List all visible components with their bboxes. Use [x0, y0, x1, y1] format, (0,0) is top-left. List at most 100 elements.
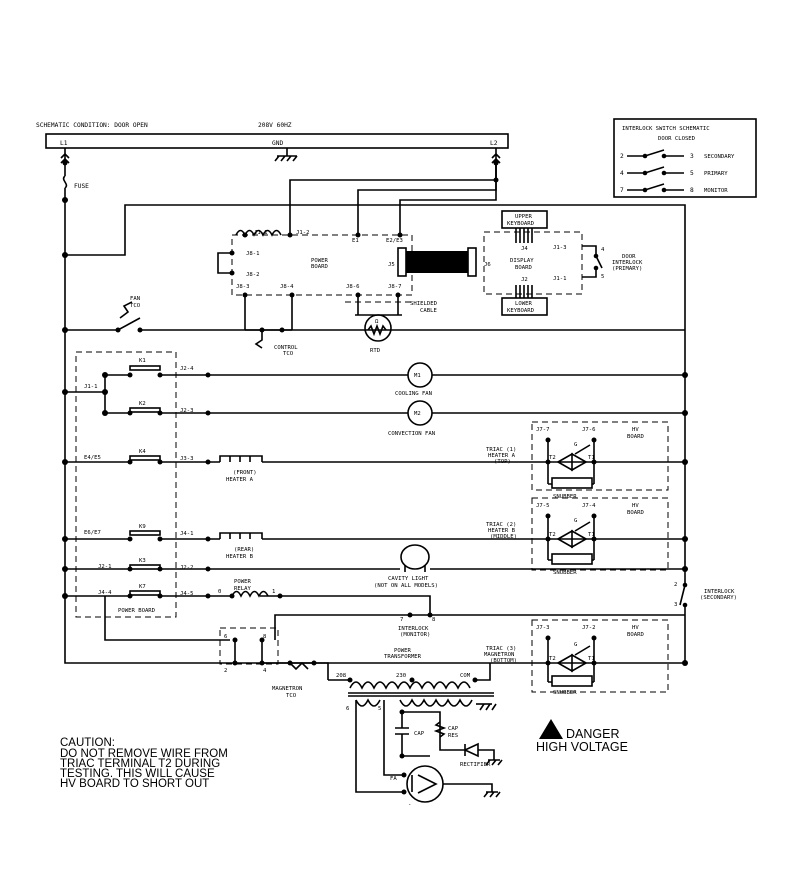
filament-pin-6: 6: [346, 706, 349, 712]
snubber-1-label: SNUBBER: [553, 494, 577, 500]
filament-lead-a: [355, 700, 404, 793]
triac-1-label-3: (TOP): [494, 459, 511, 465]
convection-fan-label: CONVECTION FAN: [388, 431, 435, 437]
j8-1-label: J8-1: [246, 251, 259, 257]
mon-pin-8: 8: [432, 617, 436, 623]
fuse-icon: [62, 163, 68, 200]
j7-6-label: J7-6: [582, 427, 595, 433]
relay-board-section: POWER BOARD J1-1 K1 K2 K4 K9 K3 K7 J2-4 …: [65, 351, 194, 618]
heater-a-icon: [219, 455, 263, 462]
caution-line-2: TRIAC TERMINAL T2 DURING: [60, 758, 220, 770]
tap-com-label: COM: [460, 673, 471, 679]
heater-b-icon: [219, 532, 263, 539]
cavity-light-label-1: CAVITY LIGHT: [388, 576, 429, 582]
monitor-interlock-line: [274, 614, 685, 640]
primary-pin-a: 4: [620, 170, 624, 177]
main-wiring: FAN TCO: [64, 148, 686, 664]
display-j1-1-label: J1-1: [553, 276, 566, 282]
rtd-icon: [364, 314, 392, 342]
hv-board-2-outline: [531, 497, 669, 571]
relay-contact-icon: [234, 640, 263, 663]
monitor-pin-a: 7: [620, 187, 624, 194]
j4-5-label: J4-5: [180, 591, 193, 597]
door-sw-pin-4: 4: [601, 247, 605, 253]
triac-3-label-3: (BOTTOM): [490, 658, 517, 664]
caution-notice: CAUTION: DO NOT REMOVE WIRE FROM TRIAC T…: [60, 737, 228, 790]
interlock-switch-legend: INTERLOCK SWITCH SCHEMATIC DOOR CLOSED 2…: [613, 118, 757, 198]
triac-1-g: G: [574, 442, 578, 448]
m1-label: M1: [414, 373, 421, 379]
danger-label: DANGER: [566, 727, 619, 741]
l2-label: L2: [490, 140, 498, 147]
triac-3-icon: [556, 645, 591, 673]
e4e5-label: E4/E5: [84, 455, 101, 461]
filament-pin-5: 5: [378, 706, 381, 712]
hv-board-1-outline: [531, 421, 669, 491]
j2-4-label: J2-4: [180, 366, 194, 372]
door-interlock-label-2: INTERLOCK: [612, 260, 643, 266]
j1-1-label: J1-1: [254, 230, 267, 236]
e2e3-label: E2/E3: [386, 238, 403, 244]
lower-keyboard-box: [501, 297, 548, 316]
j8-2-label: J8-2: [246, 272, 259, 278]
j2-2-label: J2-2: [180, 565, 193, 571]
triac-1-t1: T1: [588, 455, 595, 461]
relay-j2-1-label: J2-1: [98, 564, 111, 570]
j5-connector: [397, 247, 407, 277]
power-board-top: J1-1 J1-2 E1 E2/E3 POWER BOARD J8-1 J8-2…: [217, 229, 477, 357]
triac-3-g: G: [574, 642, 578, 648]
relay-pin-4: 4: [263, 668, 267, 674]
j7-4-label: J7-4: [582, 503, 596, 509]
display-board-label-2: BOARD: [515, 265, 532, 271]
triac-3-t2: T2: [549, 656, 556, 662]
k1-label: K1: [139, 358, 146, 364]
j8-6-label: J8-6: [346, 284, 359, 290]
secondary-interlock-label-2: (SECONDARY): [700, 595, 737, 601]
e6e7-label: E6/E7: [84, 530, 101, 536]
fan-tco-label-1: FAN: [130, 296, 140, 302]
transformer-filament-coil-icon: [355, 698, 381, 707]
tap-230-label: 230: [396, 673, 406, 679]
magnetron-tco-label-1: MAGNETRON: [272, 686, 302, 692]
upper-keyboard-ribbon: [515, 228, 533, 243]
caution-line-4: HV BOARD TO SHORT OUT: [60, 778, 209, 790]
upper-keyboard-label-2: KEYBOARD: [507, 221, 535, 227]
j8-3-label: J8-3: [236, 284, 249, 290]
relay-j4-4-label: J4-4: [98, 590, 112, 596]
ground-icon: [274, 148, 298, 162]
rectifier-ground-icon: [485, 759, 503, 766]
cap-resistor-icon: [433, 721, 447, 738]
snubber-3-icon: [551, 675, 593, 687]
interlock-legend-title: INTERLOCK SWITCH SCHEMATIC: [622, 126, 710, 132]
transformer-label-1: POWER: [394, 648, 411, 654]
lower-power-board-label: POWER BOARD: [118, 608, 156, 614]
triac-2-label-1: TRIAC (2): [486, 522, 516, 528]
m2-label: M2: [414, 411, 421, 417]
primary-leads: [328, 663, 491, 681]
snubber-1-icon: [551, 477, 593, 489]
secondary-label: SECONDARY: [704, 154, 735, 160]
triac-1-label-2: HEATER A: [488, 453, 516, 459]
triac-2-t1: T1: [588, 532, 595, 538]
transformer-hv-coil-icon: [399, 698, 473, 707]
interlock-legend-frame: [613, 118, 757, 198]
cap-res-label-2: RES: [448, 733, 458, 739]
cap-label: CAP: [414, 731, 425, 737]
relay-pin-6: 6: [224, 634, 227, 640]
sec-pin-2: 2: [674, 582, 677, 588]
magnetron-minus-label: -: [408, 802, 411, 808]
hv-board-section: J7-7 J7-6 HV BOARD TRIAC (1) HEATER A (T…: [484, 421, 669, 696]
j7-3-label: J7-3: [536, 625, 549, 631]
cooling-fan-motor-icon: [407, 362, 433, 388]
mon-pin-7: 7: [400, 617, 403, 623]
heater-b-label-1: (REAR): [234, 547, 254, 553]
upper-keyboard-label-1: UPPER: [515, 214, 532, 220]
power-relay-label-1: POWER: [234, 579, 251, 585]
j8-4-label: J8-4: [280, 284, 294, 290]
lower-keyboard-ribbon: [515, 285, 533, 298]
j4-4-feed: [104, 596, 230, 641]
display-board-label-1: DISPLAY: [510, 258, 534, 264]
triac-2-label-2: HEATER B: [488, 528, 516, 534]
heater-b-label-2: HEATER B: [226, 554, 254, 560]
